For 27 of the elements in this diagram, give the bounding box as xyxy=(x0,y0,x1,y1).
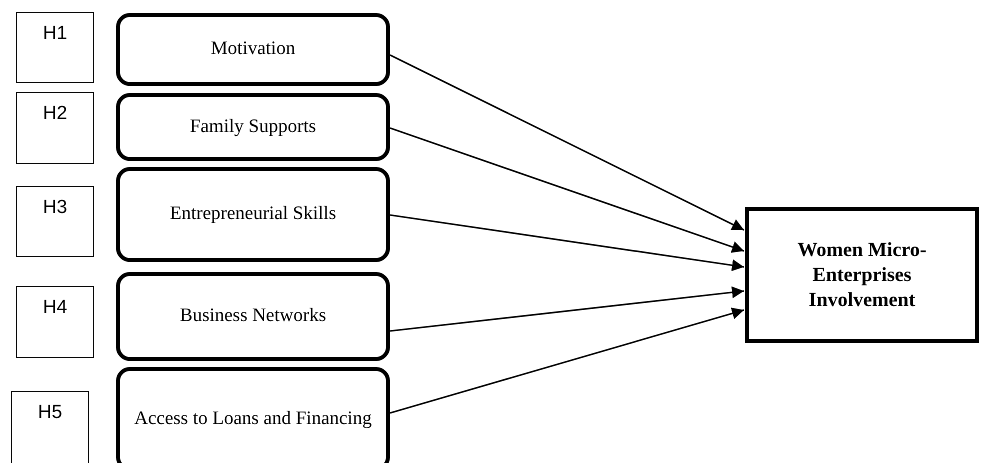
node-label: Entrepreneurial Skills xyxy=(170,203,336,226)
hypothesis-label-box xyxy=(16,286,94,358)
node-label: Women Micro-Enterprises Involvement xyxy=(796,238,928,312)
factor-box xyxy=(116,93,390,161)
factor-box xyxy=(116,367,390,463)
hypothesis-label-box xyxy=(16,12,94,83)
hypothesis-label-box xyxy=(16,186,94,257)
arrow xyxy=(390,214,744,272)
outcome-box xyxy=(745,207,979,343)
arrow xyxy=(390,127,744,253)
hypothesis-label-box xyxy=(11,391,89,463)
arrow xyxy=(390,286,744,332)
arrow xyxy=(390,54,744,231)
arrow xyxy=(390,308,744,414)
hypothesis-label-box xyxy=(16,92,94,164)
node-label: Motivation xyxy=(210,38,296,61)
node-label: H2 xyxy=(42,103,68,125)
factor-box xyxy=(116,13,390,86)
node-label: Family Supports xyxy=(190,116,316,138)
node-label: Business Networks xyxy=(180,305,326,328)
node-label: Access to Loans and Financing xyxy=(134,408,372,430)
node-label: H4 xyxy=(42,297,68,319)
node-label: H3 xyxy=(42,197,68,219)
factor-box xyxy=(116,272,390,361)
node-label: H1 xyxy=(42,23,68,45)
factor-box xyxy=(116,167,390,262)
node-label: H5 xyxy=(38,402,62,424)
